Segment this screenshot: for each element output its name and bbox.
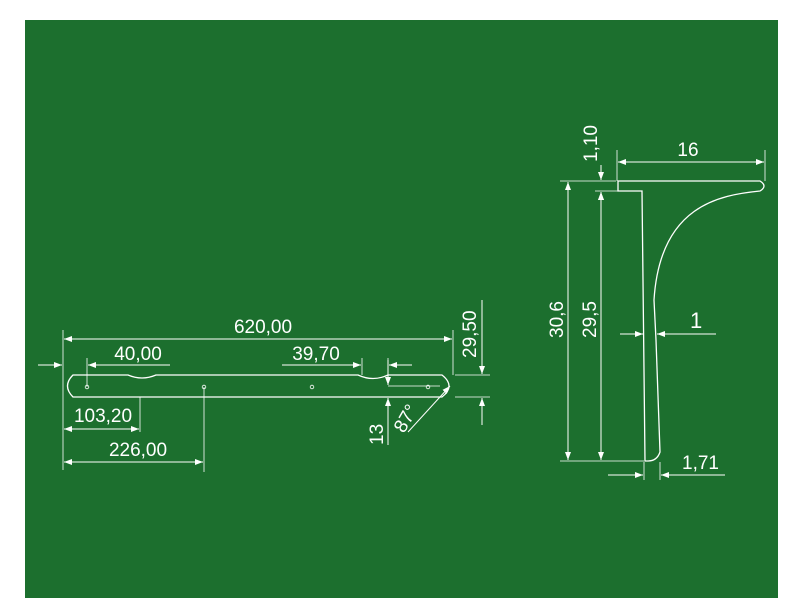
dim-left-hole: 40,00 <box>114 344 162 365</box>
dim-length: 620,00 <box>234 317 292 338</box>
dim-height: 29,50 <box>460 310 481 358</box>
hole-center <box>309 384 315 390</box>
dim-angle: 87° <box>390 401 423 436</box>
dim-inner-height: 29,5 <box>580 301 601 338</box>
dim-line-angle <box>407 385 451 433</box>
profile-outline <box>617 180 765 462</box>
dim-base: 1,71 <box>682 453 719 474</box>
dim-total-height: 30,6 <box>547 301 568 338</box>
dim-width: 16 <box>677 140 698 161</box>
plan-view: 620,00 40,00 39,70 103,20 226,00 29,50 1… <box>38 300 490 472</box>
dim-notch: 103,20 <box>74 406 132 427</box>
drawing-background <box>25 20 778 598</box>
dim-mid-hole: 226,00 <box>109 440 167 461</box>
hole-right <box>425 384 431 390</box>
dim-right-hole: 39,70 <box>292 344 340 365</box>
dim-offset: 13 <box>367 424 388 445</box>
dim-web: 1 <box>690 308 702 333</box>
section-view: 1,10 16 30,6 29,5 1 1,71 <box>547 125 766 480</box>
dim-top-thickness: 1,10 <box>581 125 602 162</box>
